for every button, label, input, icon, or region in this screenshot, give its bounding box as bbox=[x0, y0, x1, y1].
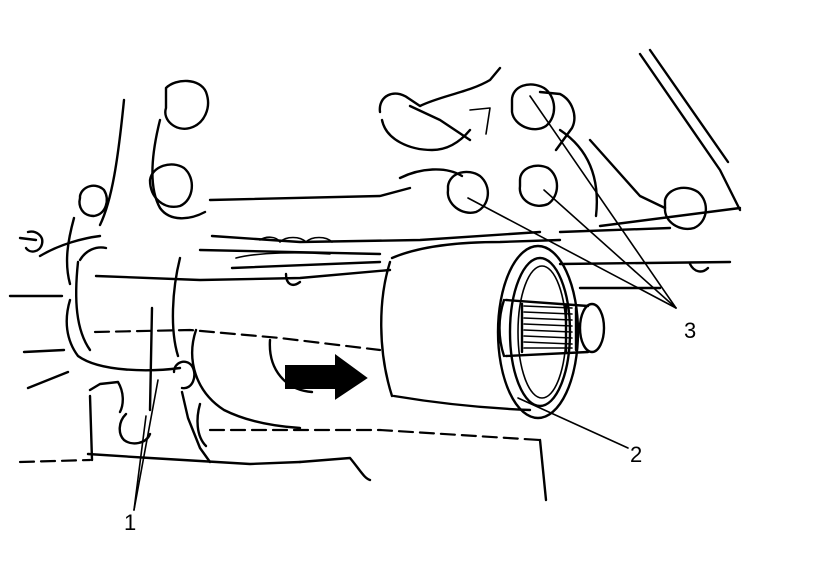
leader-part1-b bbox=[133, 415, 147, 511]
callout-1: 1 bbox=[124, 510, 136, 535]
upper-housing bbox=[98, 48, 742, 234]
leader-part2 bbox=[517, 397, 629, 449]
direction-arrow bbox=[285, 354, 368, 400]
leader-part3-c bbox=[467, 197, 677, 309]
leader-lines bbox=[133, 95, 677, 511]
shaft-splines bbox=[520, 302, 578, 354]
callout-2: 2 bbox=[630, 442, 642, 467]
leader-part3-a bbox=[529, 95, 677, 309]
callout-3: 3 bbox=[684, 318, 696, 343]
housing-body bbox=[65, 230, 562, 502]
leader-part3-b bbox=[543, 189, 677, 309]
leader-part1-a bbox=[133, 379, 159, 511]
left-flange bbox=[8, 184, 108, 464]
